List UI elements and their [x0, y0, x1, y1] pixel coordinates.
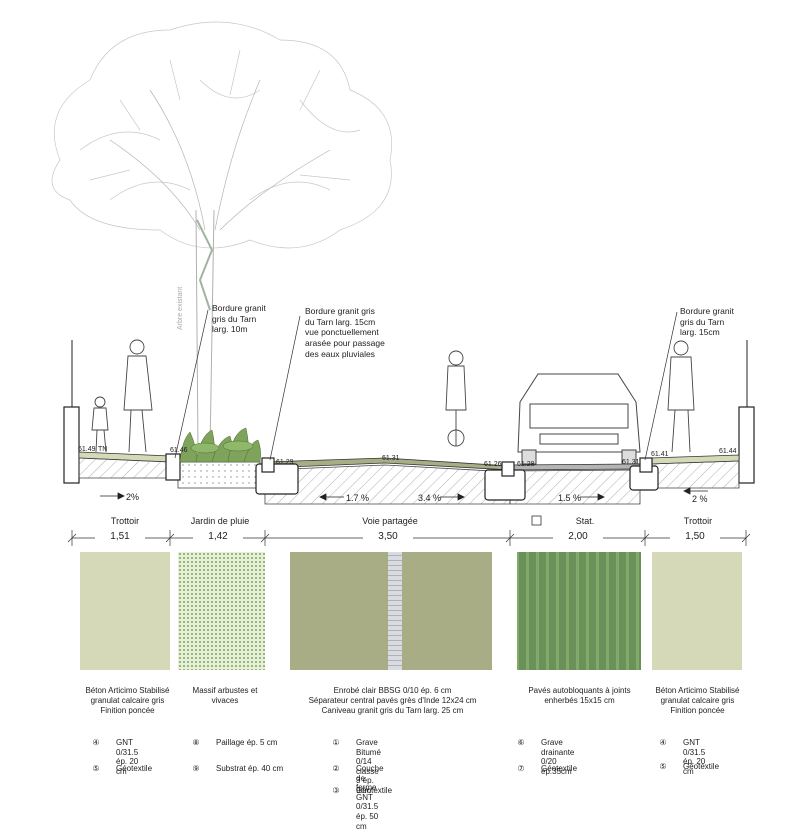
elevation-mark: 61.28 [517, 461, 535, 468]
elevation-mark: 61.41 [651, 451, 669, 458]
legend-text: GNT 0/31.5 ép. 20 cm [683, 738, 706, 776]
swatch-garden [178, 552, 265, 670]
material-label: Béton Articimo Stabilisé granulat calcai… [655, 686, 740, 715]
material-label: Pavés autobloquants à joints enherbés 15… [528, 686, 631, 705]
material-label: Massif arbustes et vivaces [192, 686, 258, 705]
legend-text: Géotextile [116, 764, 153, 773]
legend-text: Substrat ép. 40 cm [216, 764, 284, 773]
swatch-pave-central [388, 552, 402, 670]
slope-arrows [100, 487, 708, 501]
legend-number: ② [332, 764, 340, 773]
people-silhouettes [91, 339, 695, 453]
elevation-mark: 61.44 [719, 448, 737, 455]
swatch-paves-grey-cells [517, 552, 641, 670]
curbs [165, 453, 659, 501]
legend-number: ⑦ [517, 764, 525, 773]
slope-label: 1.5 % [558, 493, 581, 503]
legend-text: Géotextile [683, 762, 720, 771]
swatch-enrobe-right [402, 552, 492, 670]
tree-illustration [51, 21, 392, 451]
legend-number: ③ [332, 786, 340, 795]
legend-text: Grave drainante 0/20 ép.35cm [541, 738, 575, 776]
lamp-poles [63, 340, 755, 484]
dimension-value: 1,51 [95, 531, 145, 542]
legend-text: Géotextile [356, 786, 393, 795]
callout-leaders [174, 309, 678, 461]
legend-text: GNT 0/31.5 ép. 20 cm [116, 738, 139, 776]
elevation-mark: 61.31 [622, 459, 640, 466]
zone-label: Trottoir [110, 516, 140, 526]
zone-label: Voie partagée [362, 516, 418, 526]
callout-bordure-right: Bordure granit gris du Tarn larg. 15cm [680, 306, 734, 338]
dimension-value: 3,50 [363, 531, 413, 542]
swatch-beton-left [80, 552, 170, 670]
elevation-mark: 61.26 [484, 461, 502, 468]
legend-number: ⑤ [92, 764, 100, 773]
cross-section-drawing: Arbre existant [51, 21, 755, 546]
legend-number: ④ [659, 738, 667, 747]
callout-bordure-center: Bordure granit gris du Tarn larg. 15cm v… [305, 306, 385, 359]
elevation-mark: 61.49 [78, 446, 96, 453]
slope-label: 2% [126, 492, 139, 502]
slope-label: 2 % [692, 494, 708, 504]
dimension-value: 2,00 [553, 531, 603, 542]
elevation-mark: 61.46 [170, 447, 188, 454]
stat-marker [531, 515, 542, 526]
dimension-value: 1,50 [670, 531, 720, 542]
legend-text: Grave Bitumé 0/14 classe 3 ép. 9cm [356, 738, 381, 795]
legend-text: Paillage ép. 5 cm [216, 738, 278, 747]
legend-number: ⑧ [192, 738, 200, 747]
elevation-mark: 61.31 [382, 455, 400, 462]
car-rear-view [517, 373, 641, 465]
legend-number: ⑤ [659, 762, 667, 771]
zone-label: Trottoir [683, 516, 713, 526]
legend-number: ④ [92, 738, 100, 747]
slope-label: 3.4 % [418, 493, 441, 503]
rain-garden-plants [179, 427, 261, 463]
elevation-mark: 61.29 [276, 459, 294, 466]
material-label: Béton Articimo Stabilisé granulat calcai… [85, 686, 170, 715]
legend-number: ① [332, 738, 340, 747]
slope-label: 1.7 % [346, 493, 369, 503]
legend-text: Géotextile [541, 764, 578, 773]
elevation-mark: TN [98, 446, 107, 453]
callout-bordure-left: Bordure granit gris du Tarn larg. 10m [212, 303, 266, 335]
material-label: Enrobé clair BBSG 0/10 ép. 6 cm Séparate… [308, 686, 477, 715]
dimension-value: 1,42 [193, 531, 243, 542]
legend-text: Couche de forme GNT 0/31.5 ép. 50 cm [356, 764, 384, 831]
legend-number: ⑥ [517, 738, 525, 747]
zone-label: Stat. [575, 516, 595, 526]
zone-label: Jardin de pluie [190, 516, 250, 526]
legend-number: ⑨ [192, 764, 200, 773]
swatch-beton-right [652, 552, 742, 670]
elevation-marks: 61.49 TN 61.46 61.29 61.31 61.26 61.28 6… [78, 446, 737, 468]
swatch-enrobe-left [290, 552, 388, 670]
tree-label: Arbre existant [177, 287, 184, 330]
